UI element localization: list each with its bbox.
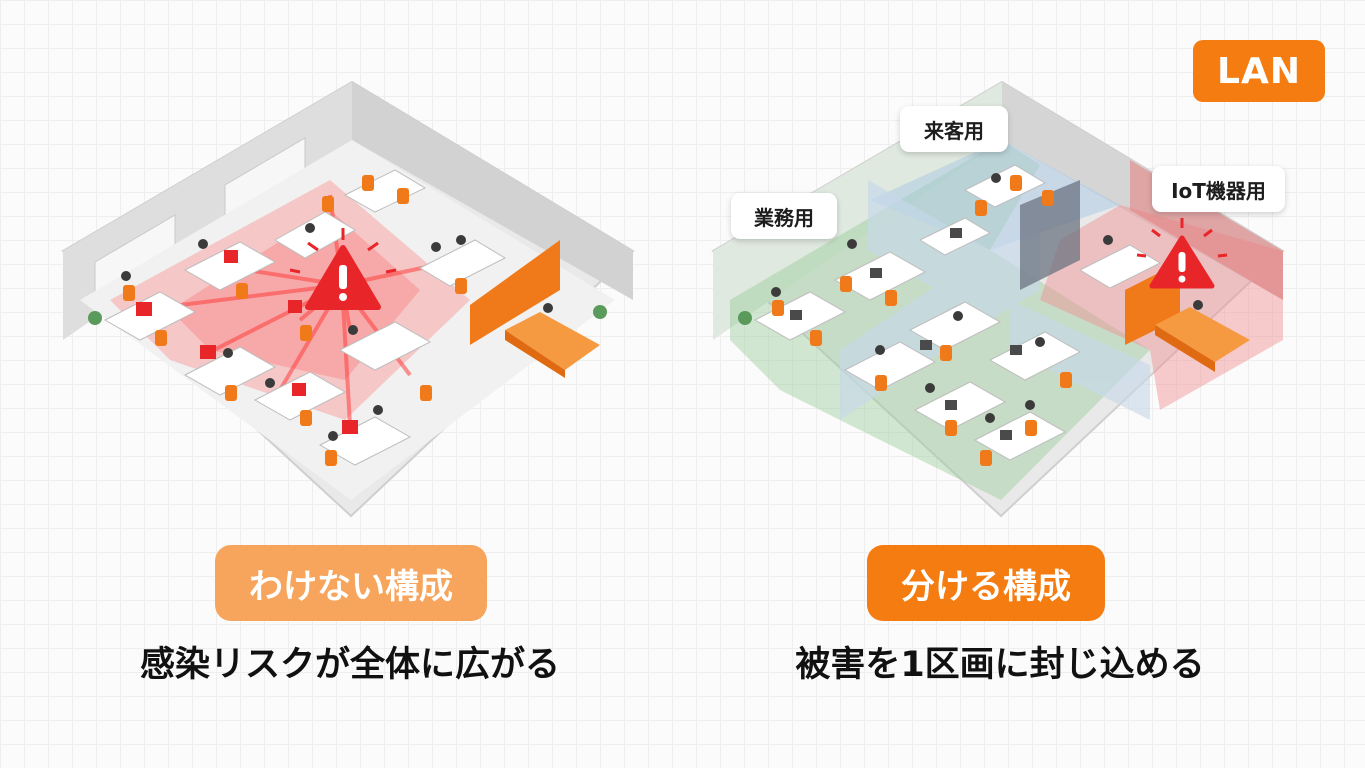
right-office-people bbox=[771, 173, 1203, 423]
zone-business-area-lower bbox=[840, 250, 1150, 500]
right-office-reception-desk bbox=[1155, 307, 1250, 362]
left-office-reception-desk bbox=[505, 312, 600, 370]
left-office-chairs bbox=[123, 175, 467, 466]
iot-divider-wall bbox=[1020, 180, 1080, 290]
zone-tag-business: 業務用 bbox=[731, 193, 837, 239]
zone-tag-iot-label: IoT機器用 bbox=[1171, 178, 1266, 203]
plant-icon bbox=[88, 311, 102, 325]
right-office-monitors bbox=[790, 228, 1022, 440]
left-office-infected-monitors bbox=[136, 250, 358, 434]
segmented-config-label: 分ける構成 bbox=[867, 545, 1105, 621]
lan-badge: LAN bbox=[1193, 40, 1325, 102]
unsegmented-caption: 感染リスクが全体に広がる bbox=[139, 645, 560, 685]
zone-tag-business-label: 業務用 bbox=[754, 205, 814, 230]
left-office-orange-partition bbox=[470, 240, 560, 345]
left-office-people bbox=[121, 223, 553, 441]
warning-triangle-icon bbox=[1136, 218, 1228, 289]
plant-icon bbox=[738, 311, 752, 325]
zone-tag-guest-label: 来客用 bbox=[924, 118, 984, 143]
plant-icon bbox=[593, 305, 607, 319]
zone-tag-iot: IoT機器用 bbox=[1152, 166, 1285, 212]
warning-triangle-icon bbox=[289, 228, 397, 310]
segmented-caption: 被害を1区画に封じ込める bbox=[795, 645, 1205, 685]
unsegmented-config-label: わけない構成 bbox=[215, 545, 487, 621]
zone-tag-guest: 来客用 bbox=[900, 106, 1008, 152]
right-office-chairs bbox=[772, 175, 1072, 466]
left-office-right-wall bbox=[352, 82, 633, 300]
